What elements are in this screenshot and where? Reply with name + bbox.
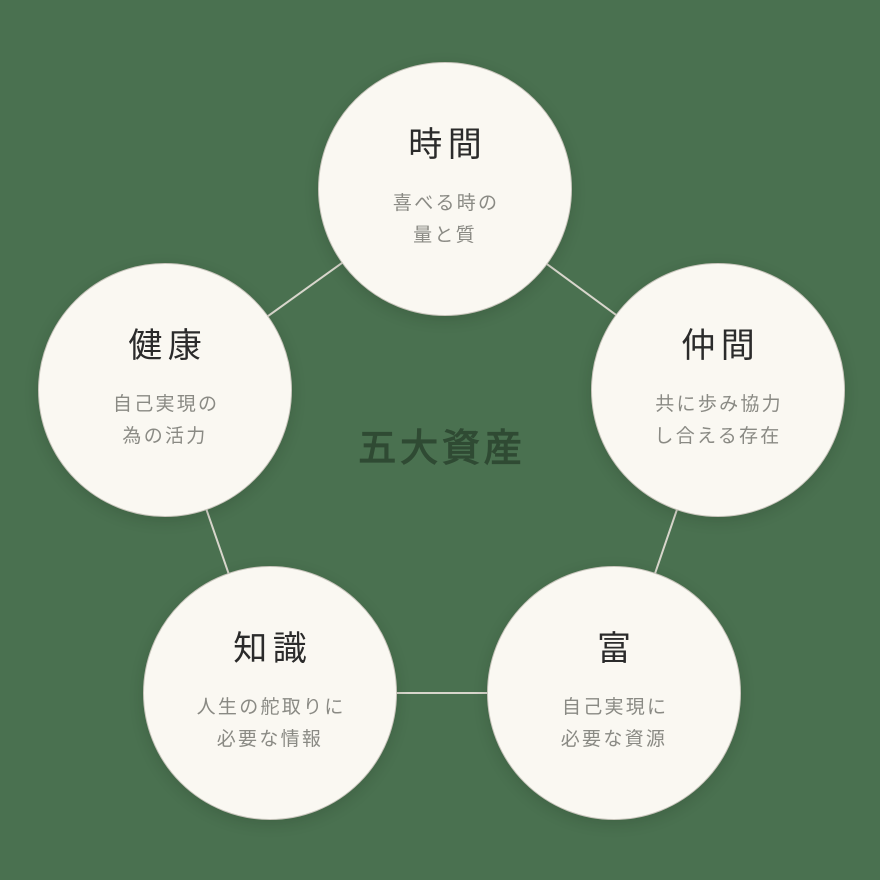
center-label: 五大資産 — [358, 428, 526, 470]
node-description: 自己実現に 必要な資源 — [560, 697, 669, 750]
node-wealth[interactable]: 富 自己実現に 必要な資源 — [487, 566, 741, 820]
node-title: 仲間 — [681, 327, 761, 365]
node-description: 共に歩み協力 し合える存在 — [654, 394, 783, 447]
node-health[interactable]: 健康 自己実現の 為の活力 — [38, 263, 292, 517]
node-title: 知識 — [233, 630, 313, 668]
node-title: 富 — [596, 630, 637, 668]
node-knowledge[interactable]: 知識 人生の舵取りに 必要な情報 — [143, 566, 397, 820]
node-description: 自己実現の 為の活力 — [112, 394, 220, 447]
node-companions[interactable]: 仲間 共に歩み協力 し合える存在 — [591, 263, 845, 517]
node-description: 喜べる時の 量と質 — [392, 193, 500, 246]
node-time[interactable]: 時間 喜べる時の 量と質 — [318, 62, 572, 316]
node-description: 人生の舵取りに 必要な情報 — [196, 697, 346, 750]
node-title: 健康 — [128, 327, 208, 365]
node-title: 時間 — [408, 126, 488, 164]
